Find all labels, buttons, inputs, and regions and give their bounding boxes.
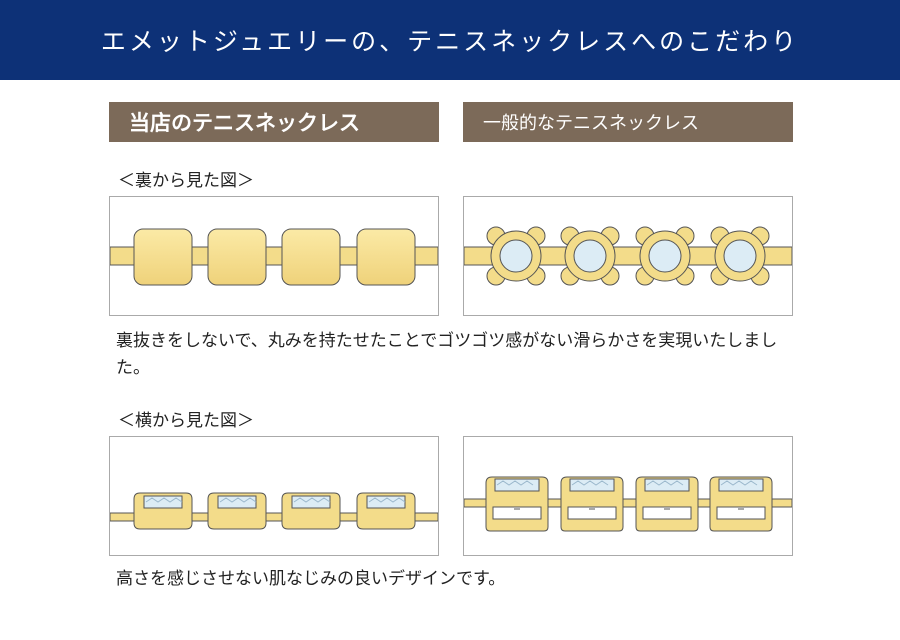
- side-link-3: [281, 492, 341, 530]
- link-3: [281, 228, 341, 286]
- link-4: [356, 228, 416, 286]
- header-general-label: 一般的なテニスネックレス: [483, 113, 699, 134]
- page-banner: エメットジュエリーの、テニスネックレスへのこだわり: [0, 0, 900, 80]
- banner-title: エメットジュエリーの、テニスネックレスへのこだわり: [100, 27, 800, 56]
- side-view-general-panel: [463, 436, 793, 556]
- back-view-ours-illustration: [110, 228, 438, 286]
- side-view-label: ＜横から見た図＞: [118, 411, 254, 431]
- back-view-description: 裏抜きをしないで、丸みを持たせたことでゴツゴツ感がない滑らかさを実現いたしました…: [116, 331, 778, 378]
- back-view-general-panel: [463, 196, 793, 316]
- header-ours: 当店のテニスネックレス: [109, 102, 439, 142]
- side-link-2: [207, 492, 267, 530]
- side-view-general-illustration: [464, 476, 792, 532]
- side-view-ours-panel: [109, 436, 439, 556]
- back-view-ours-panel: [109, 196, 439, 316]
- link-1: [133, 228, 193, 286]
- back-view-general-illustration: [464, 226, 792, 286]
- side-view-description: 高さを感じさせない肌なじみの良いデザインです。: [116, 569, 506, 589]
- setting-1: [486, 226, 546, 286]
- side-setting-1: [485, 476, 549, 532]
- side-link-1: [133, 492, 193, 530]
- header-ours-label: 当店のテニスネックレス: [129, 111, 360, 135]
- side-setting-3: [635, 476, 699, 532]
- setting-2: [560, 226, 620, 286]
- side-setting-4: [709, 476, 773, 532]
- side-link-4: [356, 492, 416, 530]
- setting-4: [710, 226, 770, 286]
- setting-3: [635, 226, 695, 286]
- header-general: 一般的なテニスネックレス: [463, 102, 793, 142]
- side-view-ours-illustration: [110, 492, 438, 530]
- side-setting-2: [560, 476, 624, 532]
- link-2: [207, 228, 267, 286]
- back-view-label: ＜裏から見た図＞: [118, 171, 254, 191]
